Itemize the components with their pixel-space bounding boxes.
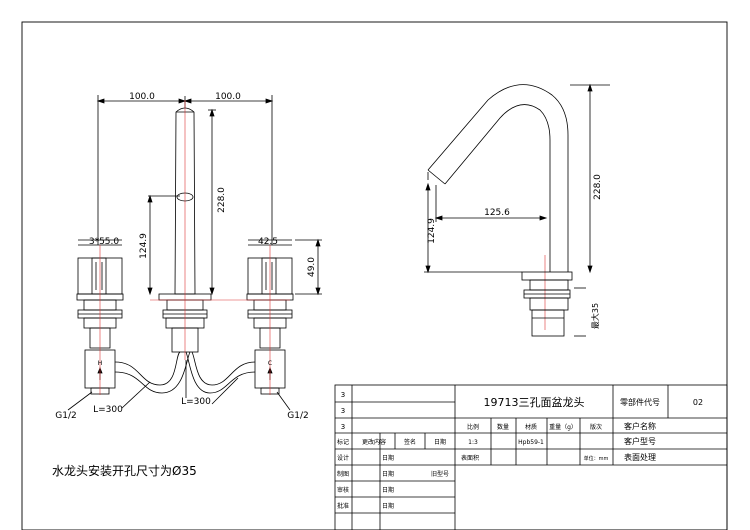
part-code-value: 02 [693,398,703,407]
rev-row-1: 3 [341,391,345,399]
design-label: 设计 [337,454,349,462]
design-date: 日期 [382,454,394,462]
version-label: 版次 [590,423,602,431]
scale-value: 1:3 [468,439,478,446]
weight-label: 重量（g） [549,423,577,431]
scale-label: 比例 [467,423,479,431]
rev-row-2: 3 [341,407,345,415]
customer-model-label: 客户型号 [624,436,656,446]
thread-right-label: G1/2 [287,411,308,421]
approve-label: 批准 [337,502,349,510]
product-title: 19713三孔面盆龙头 [484,395,585,409]
customer-name-label: 客户名称 [624,421,656,431]
dim-top-left: 100.0 [129,92,155,102]
unit-value: 单位：mm [584,455,609,462]
dim-reach: 125.6 [484,208,510,218]
surface-label: 表面处理 [624,452,656,462]
change-label: 更改内容 [362,438,386,446]
dim-outlet-height: 124.9 [427,218,437,244]
title-block [334,384,728,530]
dim-spout-height: 228.0 [217,187,227,213]
draw-date: 日期 [382,470,394,478]
surface-area-label: 表面积 [461,454,479,462]
install-note: 水龙头安装开孔尺寸为Ø35 [52,464,197,478]
date-label: 日期 [434,438,446,446]
thread-left-label: G1/2 [55,411,76,421]
approve-date: 日期 [382,502,394,510]
hose-mid-label: L=300 [181,397,211,407]
side-view-labels: 125.6 124.9 228.0 最大35 [427,174,603,329]
dim-spout-outlet: 124.9 [139,233,149,259]
mark-label: 标记 [337,438,349,446]
front-view [67,95,322,411]
dim-handle-width: 42.5 [258,237,278,247]
review-label: 审核 [337,486,349,494]
qty-label: 数量 [497,423,509,431]
dim-top-right: 100.0 [215,92,241,102]
hot-mark: H [98,360,103,367]
dim-handle-spacing: 3*55.0 [89,237,120,247]
rev-row-3: 3 [341,423,345,431]
material-label: 材质 [525,423,537,431]
old-model-label: 旧型号 [431,470,449,478]
hose-left-label: L=300 [93,405,123,415]
dim-handle-height: 49.0 [307,257,317,277]
title-block-text: 19713三孔面盆龙头 零部件代号 02 3 3 3 比例 数量 材质 重量（g… [337,391,703,510]
material-value: Hpb59-1 [518,439,544,446]
review-date: 日期 [382,486,394,494]
dim-total-height: 228.0 [593,174,603,200]
draw-label: 制图 [337,470,349,478]
center-lines [99,100,546,395]
front-view-labels: 100.0 100.0 228.0 124.9 3*55.0 42.5 49.0… [55,92,317,421]
side-view [424,83,610,337]
part-code-label: 零部件代号 [620,397,660,407]
sign-label: 签名 [404,438,416,446]
sheet-border [21,21,728,530]
dim-max-thickness: 最大35 [590,303,600,329]
cold-mark: C [268,360,272,367]
